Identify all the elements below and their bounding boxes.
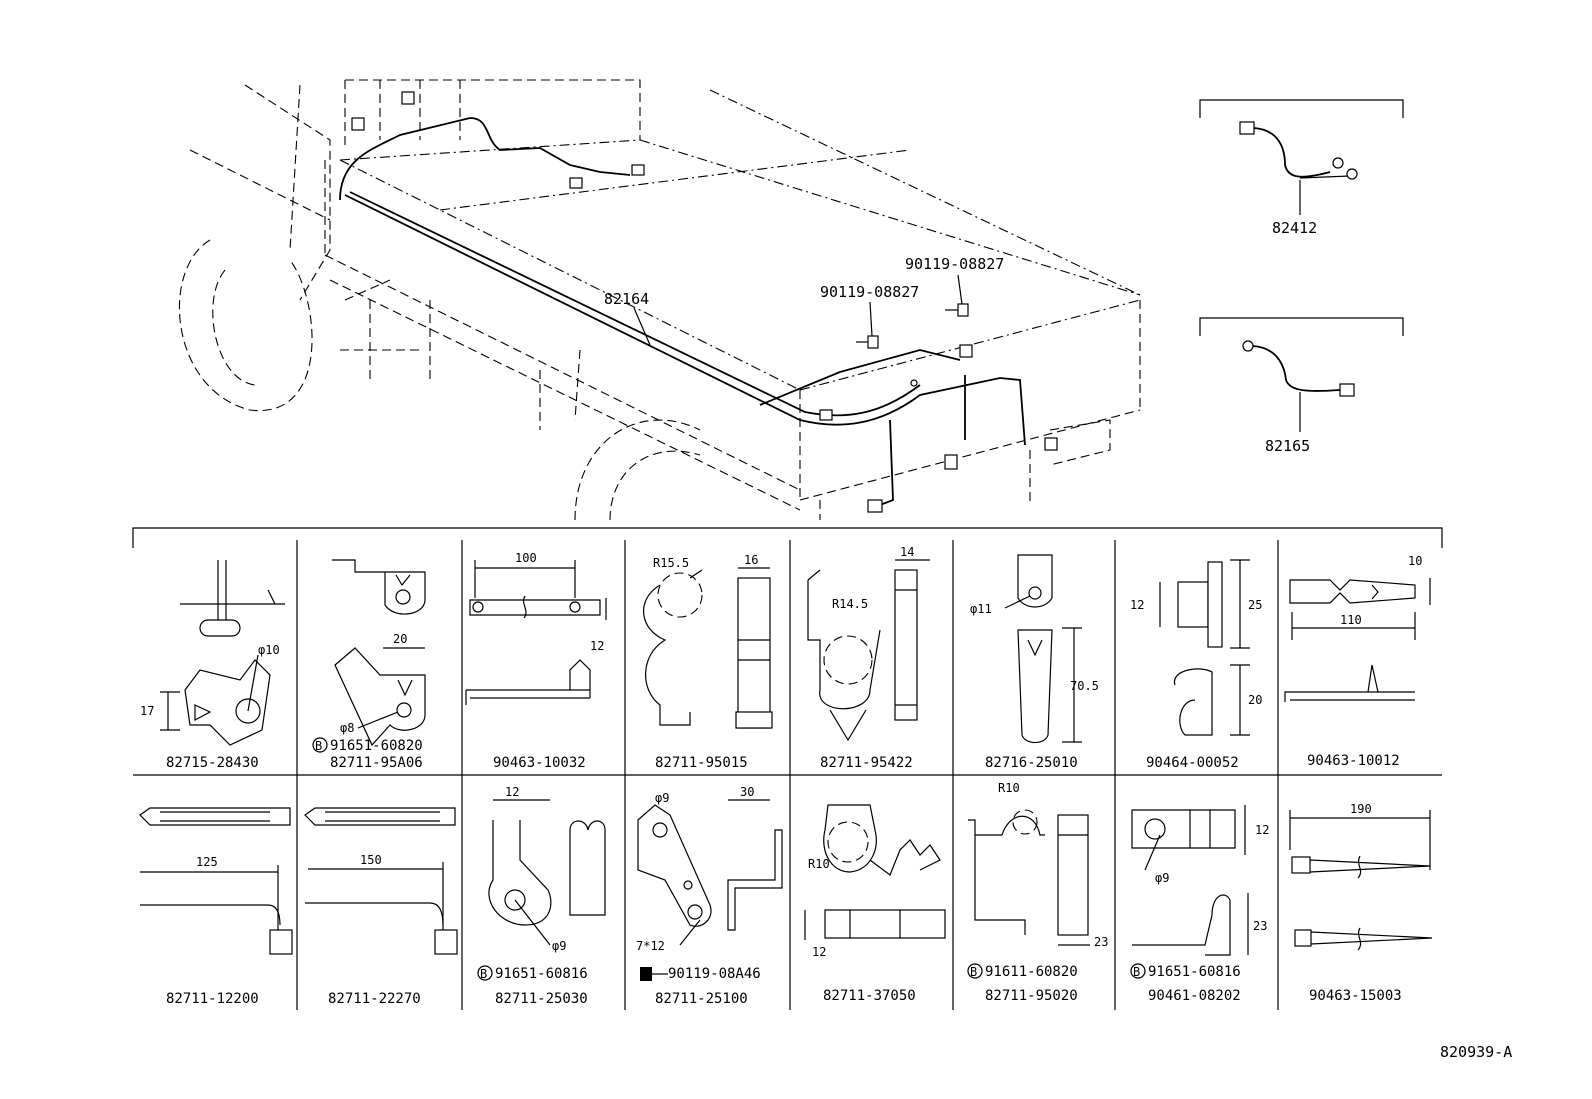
sub-part-number: 91651-60816 (1148, 964, 1241, 980)
part-82711-22270-drawing (304, 807, 458, 955)
part-number: 82711-22270 (328, 991, 421, 1007)
bolt-icon (640, 967, 668, 981)
part-number: 82711-25100 (655, 991, 748, 1007)
svg-text:10: 10 (1408, 554, 1422, 568)
b-marker-icon (477, 965, 493, 981)
part-number: 82711-95015 (655, 755, 748, 771)
svg-text:70.5: 70.5 (1070, 679, 1099, 693)
svg-text:20: 20 (393, 632, 407, 646)
b-marker-icon (1130, 963, 1146, 979)
harness-callout: 82164 (604, 290, 649, 308)
part-82711-25100-drawing (637, 799, 783, 946)
svg-text:150: 150 (360, 853, 382, 867)
inset-part-82412: 82412 (1272, 219, 1317, 237)
svg-text:B: B (970, 965, 977, 979)
svg-text:20: 20 (1248, 693, 1262, 707)
part-number: 82711-95A06 (330, 755, 423, 771)
inset-82165 (1199, 317, 1404, 432)
svg-text:7*12: 7*12 (636, 939, 665, 953)
part-90463-10012-drawing (1284, 578, 1431, 702)
svg-text:30: 30 (740, 785, 754, 799)
b-marker-icon (312, 737, 328, 753)
part-number: 90463-15003 (1309, 988, 1402, 1004)
part-90463-15003-drawing (1289, 810, 1433, 951)
part-number: 82711-12200 (166, 991, 259, 1007)
inset-part-82165: 82165 (1265, 437, 1310, 455)
part-number: 82715-28430 (166, 755, 259, 771)
part-82715-28430-drawing (160, 560, 285, 746)
svg-text:14: 14 (900, 545, 914, 559)
svg-text:12: 12 (590, 639, 604, 653)
part-90461-08202-drawing (1131, 805, 1249, 956)
part-number: 82711-25030 (495, 991, 588, 1007)
svg-text:R10: R10 (998, 781, 1020, 795)
sub-part-number: 90119-08A46 (668, 966, 761, 982)
part-82716-25010-drawing (1004, 554, 1082, 744)
svg-text:190: 190 (1350, 802, 1372, 816)
svg-text:R14.5: R14.5 (832, 597, 868, 611)
part-82711-95020-drawing (968, 809, 1090, 946)
svg-text:12: 12 (1130, 598, 1144, 612)
svg-text:B: B (480, 967, 487, 981)
bolt-callout-upper: 90119-08827 (905, 255, 1004, 273)
svg-text:23: 23 (1253, 919, 1267, 933)
svg-text:φ11: φ11 (970, 602, 992, 616)
sub-part-number: 91651-60816 (495, 966, 588, 982)
b-marker-icon (967, 963, 983, 979)
svg-text:R10: R10 (808, 857, 830, 871)
part-82711-95422-drawing (807, 559, 930, 742)
part-number: 82711-37050 (823, 988, 916, 1004)
svg-text:125: 125 (196, 855, 218, 869)
svg-text:16: 16 (744, 553, 758, 567)
part-number: 82711-95020 (985, 988, 1078, 1004)
part-82711-95A06-drawing (332, 559, 426, 747)
diagram-reference: 820939-A (1440, 1043, 1512, 1061)
part-number: 90463-10012 (1307, 753, 1400, 769)
svg-text:φ9: φ9 (1155, 871, 1169, 885)
svg-text:12: 12 (1255, 823, 1269, 837)
svg-text:B: B (315, 739, 322, 753)
part-90463-10032-drawing (465, 560, 607, 705)
svg-text:12: 12 (812, 945, 826, 959)
bolt-icon (856, 335, 879, 349)
truck-bed-illustration (178, 79, 1141, 521)
part-number: 90461-08202 (1148, 988, 1241, 1004)
part-82711-25030-drawing (488, 799, 606, 946)
part-number: 82716-25010 (985, 755, 1078, 771)
svg-text:25: 25 (1248, 598, 1262, 612)
svg-text:100: 100 (515, 551, 537, 565)
part-number: 90463-10032 (493, 755, 586, 771)
svg-text:12: 12 (505, 785, 519, 799)
inset-82412 (1199, 99, 1404, 215)
svg-text:17: 17 (140, 704, 154, 718)
bolt-callout-lower: 90119-08827 (820, 283, 919, 301)
bolt-icon (945, 303, 969, 317)
part-82711-12200-drawing (139, 807, 293, 955)
svg-text:B: B (1133, 965, 1140, 979)
parts-table-grid (132, 527, 1443, 1010)
sub-part-number: 91651-60820 (330, 738, 423, 754)
svg-text:23: 23 (1094, 935, 1108, 949)
part-82711-37050-drawing (804, 804, 946, 940)
svg-text:110: 110 (1340, 613, 1362, 627)
svg-text:φ9: φ9 (655, 791, 669, 805)
svg-text:φ8: φ8 (340, 721, 354, 735)
svg-text:φ10: φ10 (258, 643, 280, 657)
sub-part-number: 91611-60820 (985, 964, 1078, 980)
part-82711-95015-drawing (643, 567, 773, 729)
part-number: 82711-95422 (820, 755, 913, 771)
part-number: 90464-00052 (1146, 755, 1239, 771)
svg-text:R15.5: R15.5 (653, 556, 689, 570)
svg-text:φ9: φ9 (552, 939, 566, 953)
part-90464-00052-drawing (1159, 559, 1250, 736)
